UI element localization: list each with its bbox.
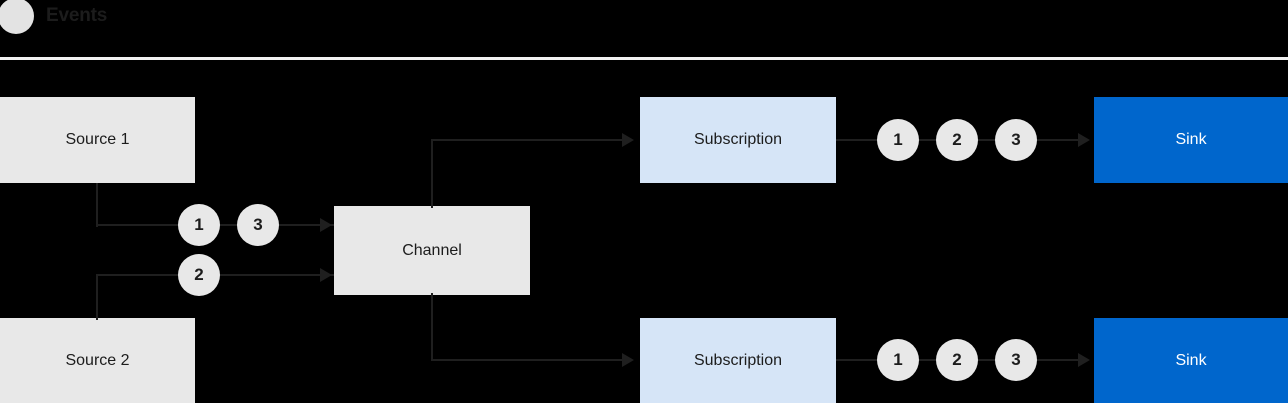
event-token-sub1-3: 3 xyxy=(995,119,1037,161)
event-token-source1-1: 1 xyxy=(178,204,220,246)
event-token-source2-2: 2 xyxy=(178,254,220,296)
event-token-sub1-1: 1 xyxy=(877,119,919,161)
event-token-label: 3 xyxy=(1011,130,1021,149)
event-token-label: 3 xyxy=(253,215,263,234)
node-subscription-1[interactable]: Subscription xyxy=(640,97,836,183)
event-token-label: 2 xyxy=(952,350,962,369)
event-token-sub1-2: 2 xyxy=(936,119,978,161)
node-source-2-label: Source 2 xyxy=(65,351,130,369)
node-sink-2-label: Sink xyxy=(1175,351,1207,369)
node-subscription-1-label: Subscription xyxy=(693,131,783,148)
node-sink-1[interactable]: Sink xyxy=(1094,97,1288,183)
connector-source1-vertical xyxy=(96,183,98,227)
event-token-sub2-1: 1 xyxy=(877,339,919,381)
event-token-source1-3: 3 xyxy=(237,204,279,246)
event-token-label: 3 xyxy=(1011,350,1021,369)
event-token-label: 1 xyxy=(893,130,903,149)
arrowhead-subscription2-to-sink2 xyxy=(1078,353,1090,367)
connector-channel-down-horizontal xyxy=(431,359,626,361)
arrowhead-source2-to-channel xyxy=(320,268,332,282)
connector-source2-vertical xyxy=(96,274,98,320)
node-subscription-2-label: Subscription xyxy=(693,351,783,369)
header-divider xyxy=(0,57,1288,60)
event-token-label: 2 xyxy=(194,265,204,284)
arrowhead-source1-to-channel xyxy=(320,218,332,232)
arrowhead-subscription1-to-sink1 xyxy=(1078,133,1090,147)
arrowhead-channel-to-subscription-2 xyxy=(622,353,634,367)
arrowhead-channel-to-subscription-1 xyxy=(622,133,634,147)
node-sink-1-label: Sink xyxy=(1175,131,1207,148)
node-source-1[interactable]: Source 1 xyxy=(0,97,195,183)
node-subscription-2[interactable]: Subscription xyxy=(640,318,836,403)
node-source-2[interactable]: Source 2 xyxy=(0,318,195,403)
node-source-1-label: Source 1 xyxy=(65,131,130,148)
events-dot-icon xyxy=(0,0,34,34)
event-token-label: 1 xyxy=(194,215,204,234)
node-channel-label: Channel xyxy=(402,241,462,259)
connector-channel-up-horizontal xyxy=(431,139,626,141)
event-token-sub2-2: 2 xyxy=(936,339,978,381)
connector-channel-down-vertical xyxy=(431,293,433,361)
event-token-label: 1 xyxy=(893,350,903,369)
event-token-label: 2 xyxy=(952,130,962,149)
connector-channel-up-vertical xyxy=(431,140,433,208)
node-channel[interactable]: Channel xyxy=(334,206,530,295)
page-title: Events xyxy=(46,5,108,26)
event-token-sub2-3: 3 xyxy=(995,339,1037,381)
node-sink-2[interactable]: Sink xyxy=(1094,318,1288,403)
